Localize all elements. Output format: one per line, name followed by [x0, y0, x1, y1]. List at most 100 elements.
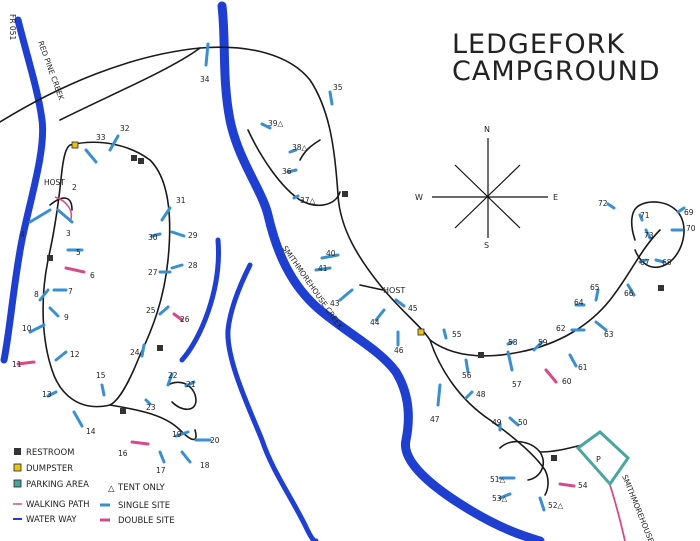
- campsite-55-pad: [442, 328, 448, 340]
- campsite-13-pad: [46, 390, 58, 398]
- campsite-58-label: 58: [508, 338, 518, 347]
- campsite-54-label: 54: [578, 481, 588, 490]
- restroom-icon: [47, 255, 53, 261]
- campsite-69-pad: [676, 206, 686, 214]
- campsite-65-label: 65: [590, 283, 600, 292]
- campsite-15-label: 15: [96, 371, 106, 380]
- campsite-50-pad: [508, 416, 520, 427]
- fr-road-label: FR 051: [8, 14, 17, 40]
- campsite-63-pad: [594, 320, 608, 332]
- campsite-57-label: 57: [512, 380, 522, 389]
- compass-north: N: [484, 125, 490, 134]
- left-loop-bottom: [109, 404, 197, 441]
- campsite-51-label: 51△: [490, 475, 506, 484]
- campsite-48-label: 48: [476, 390, 486, 399]
- campsite-48-pad: [464, 390, 474, 400]
- parking-lot-outline: [575, 430, 630, 487]
- small-loop-left: [49, 197, 73, 211]
- campsite-37-label: 37△: [300, 196, 316, 205]
- campsite-10-label: 10: [22, 324, 32, 333]
- campsite-30-label: 30: [148, 233, 158, 242]
- legend-tent-only: TENT ONLY: [117, 483, 165, 493]
- campsite-44-pad: [374, 308, 386, 322]
- campsite-60-pad: [544, 368, 558, 384]
- campsite-35-pad: [328, 90, 334, 106]
- campsite-40-label: 40: [326, 249, 336, 258]
- campsites: 2345678910111213141516171819202122232425…: [12, 42, 696, 512]
- small-loop-21-22: [167, 381, 197, 411]
- host-spur: [359, 284, 384, 291]
- campsite-18-pad: [180, 450, 192, 464]
- campsite-53-pad: [498, 492, 512, 500]
- campsite-32-pad: [108, 134, 120, 152]
- campsite-71-label: 71: [640, 211, 650, 220]
- campsite-67-label: 67: [640, 258, 650, 267]
- legend-dumpster-icon: [13, 463, 22, 472]
- campsite-4-pad: [28, 208, 52, 224]
- campsite-26-label: 26: [180, 315, 190, 324]
- campsite-66-pad: [626, 283, 636, 297]
- campsite-9-label: 9: [64, 313, 69, 322]
- restroom-icon: [551, 455, 557, 461]
- legend-single-site: SINGLE SITE: [118, 501, 170, 511]
- campsite-41-label: 41: [318, 264, 328, 273]
- campsite-14-pad: [72, 410, 84, 428]
- legend-tent-icon: △: [108, 484, 115, 494]
- campsite-64-label: 64: [574, 298, 584, 307]
- campsite-36-pad: [286, 168, 298, 174]
- campsite-70-label: 70: [686, 224, 696, 233]
- legend-dumpster: DUMPSTER: [26, 464, 73, 474]
- legend-restroom: RESTROOM: [26, 448, 75, 458]
- campsite-56-label: 56: [462, 371, 472, 380]
- campsite-29-pad: [170, 230, 186, 238]
- legend-waterway: WATER WAY: [26, 515, 77, 525]
- campsite-19-pad: [174, 430, 190, 438]
- host-label-west: HOST: [44, 178, 65, 187]
- campsite-28-label: 28: [188, 261, 198, 270]
- campsite-20-label: 20: [210, 436, 220, 445]
- campsite-28-pad: [170, 263, 184, 270]
- campsite-59-label: 59: [538, 338, 548, 347]
- campsite-25-label: 25: [146, 306, 156, 315]
- parking-connector: [539, 444, 583, 453]
- dumpster-icon: [71, 141, 79, 149]
- cul-de-sac-upper-loop: [247, 129, 341, 207]
- campsite-22-pad: [166, 372, 174, 387]
- campsite-57-pad: [506, 350, 514, 372]
- campsite-30-pad: [150, 232, 162, 238]
- campsite-49-label: 49: [492, 418, 502, 427]
- campsite-27-label: 27: [148, 268, 158, 277]
- dumpster-icon: [417, 328, 425, 336]
- parking-label: P: [596, 455, 601, 464]
- campsite-10-pad: [28, 323, 46, 334]
- campsite-68-label: 68: [662, 258, 672, 267]
- campsite-29-label: 29: [188, 231, 198, 240]
- campsite-33-pad: [84, 148, 98, 164]
- campsite-21-pad: [184, 380, 196, 388]
- south-road: [429, 339, 549, 496]
- campsite-32-label: 32: [120, 124, 130, 133]
- campsite-54-pad: [558, 482, 576, 488]
- campsite-72-pad: [606, 202, 616, 210]
- campsite-65-pad: [594, 288, 600, 302]
- campsite-68-pad: [654, 258, 666, 264]
- campsite-17-label: 17: [156, 466, 166, 475]
- campsite-9-pad: [48, 306, 60, 318]
- campsite-55-label: 55: [452, 330, 462, 339]
- campsite-53-label: 53△: [492, 494, 508, 503]
- campsite-62-label: 62: [556, 324, 566, 333]
- legend: RESTROOM DUMPSTER PARKING AREA WALKING P…: [13, 448, 175, 526]
- east-loop: [630, 201, 685, 269]
- campsite-23-label: 23: [146, 403, 156, 412]
- south-loop: [499, 440, 544, 481]
- campsite-40-pad: [320, 253, 340, 260]
- campsite-37-pad: [292, 194, 300, 200]
- road-35-spur: [299, 139, 321, 161]
- legend-restroom-icon: [14, 448, 21, 455]
- campsite-15-pad: [100, 383, 106, 397]
- legend-parking: PARKING AREA: [26, 480, 89, 490]
- campsite-52-label: 52△: [548, 501, 564, 510]
- campsite-46-label: 46: [394, 346, 404, 355]
- campsite-21-label: 21: [186, 380, 196, 389]
